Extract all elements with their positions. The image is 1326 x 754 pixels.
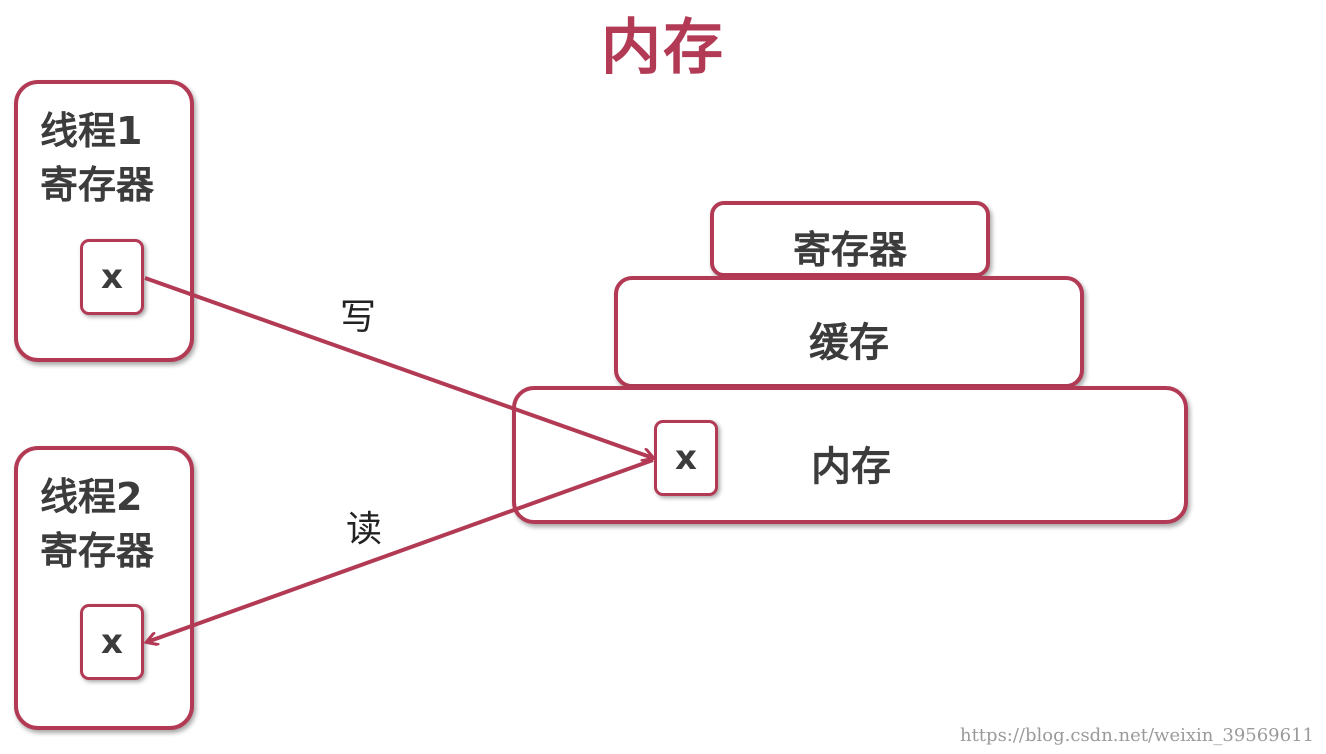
- cache-layer-label: 缓存: [809, 320, 889, 366]
- write-arrow: [144, 276, 653, 458]
- thread2-x-variable: x: [80, 604, 144, 680]
- register-layer: 寄存器: [710, 201, 990, 277]
- write-label: 写: [340, 297, 377, 338]
- thread1-x-variable: x: [80, 239, 144, 315]
- register-layer-label: 寄存器: [792, 228, 907, 272]
- thread1-label: 线程1 寄存器: [40, 104, 154, 212]
- memory-layer-label: 内存: [811, 444, 891, 490]
- thread1-register-block: 线程1 寄存器 x: [14, 80, 194, 362]
- thread1-name: 线程1: [40, 109, 143, 153]
- thread2-register-text: 寄存器: [40, 529, 155, 573]
- read-arrow: [147, 458, 654, 642]
- watermark: https://blog.csdn.net/weixin_39569611: [959, 725, 1314, 746]
- thread2-name: 线程2: [40, 475, 143, 519]
- memory-x-variable: x: [654, 420, 718, 496]
- page-title: 内存: [601, 13, 725, 83]
- thread1-register-text: 寄存器: [40, 163, 155, 207]
- thread2-label: 线程2 寄存器: [40, 470, 154, 578]
- thread2-register-block: 线程2 寄存器 x: [14, 446, 194, 730]
- read-label: 读: [346, 509, 383, 550]
- memory-layer: 内存 x: [512, 386, 1188, 524]
